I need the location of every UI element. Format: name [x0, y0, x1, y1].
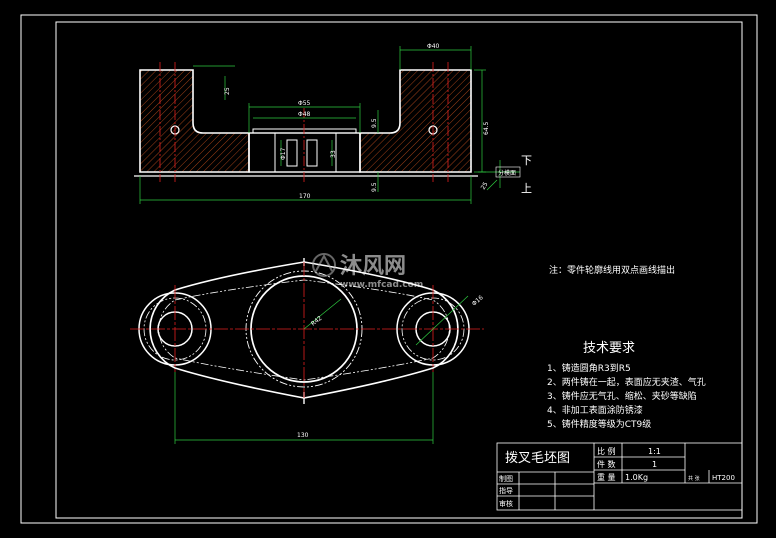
top-dimensions [174, 295, 469, 444]
parting-label: 分模面 [498, 169, 516, 177]
scale-value: 1:1 [648, 447, 661, 456]
material: HT200 [712, 474, 735, 482]
dim-bottom-length: 130 [297, 432, 309, 439]
watermark-url: www.mfcad.com [340, 280, 423, 290]
parting-bottom: 上 [521, 182, 532, 195]
front-dimension-labels: Φ40 Φ55 Φ48 170 64.5 9.5 9.5 33 Φ17 25 2… [224, 43, 490, 200]
drawing-name: 拨叉毛坯图 [505, 451, 570, 466]
technical-requirements: 技术要求 1、铸造圆角R3到R5 2、两件铸在一起，表面应无夹渣、气孔 3、铸件… [547, 341, 706, 430]
front-section-view [134, 62, 478, 182]
dim-overall-width: 170 [299, 193, 311, 200]
check-label: 审核 [499, 499, 513, 508]
guide-label: 指导 [499, 486, 513, 495]
dim-depth: 33 [330, 150, 337, 158]
top-view-centerlines [130, 262, 484, 398]
watermark-logo-icon [312, 253, 336, 277]
contour-note: 注：零件轮廓线用双点画线描出 [549, 264, 675, 276]
dim-bore-inner: Φ48 [298, 111, 311, 118]
dim-height-bottom: 9.5 [371, 182, 378, 192]
requirement-item: 1、铸造圆角R3到R5 [547, 362, 631, 374]
dim-base-thickness: 25 [480, 181, 490, 191]
dim-boss-radius: R42 [310, 315, 324, 328]
dim-height-mid: 9.5 [371, 118, 378, 128]
title-block-text: 拨叉毛坯图 比 例 1:1 件 数 1 重 量 1.0Kg 共 张 HT200 … [499, 446, 735, 508]
sheet-label: 共 张 [688, 475, 700, 482]
watermark: 沐风网 www.mfcad.com [312, 253, 423, 290]
dim-boss-diameter: Φ16 [471, 294, 485, 307]
requirement-item: 2、两件铸在一起，表面应无夹渣、气孔 [547, 376, 706, 388]
weight-value: 1.0Kg [625, 473, 648, 482]
dim-height-total: 64.5 [483, 121, 490, 135]
parting-top: 下 [521, 154, 532, 167]
parting-marker: 分模面 下 上 [495, 154, 532, 195]
requirement-item: 4、非加工表面涂防锈漆 [547, 404, 643, 416]
title-block [496, 442, 743, 511]
dim-bore-outer: Φ55 [298, 100, 311, 107]
top-dimension-labels: 130 R42 Φ16 [297, 294, 485, 439]
watermark-brand: 沐风网 [340, 254, 406, 279]
front-dimensions [139, 46, 520, 204]
requirements-title: 技术要求 [583, 341, 635, 356]
dim-top-width: Φ40 [427, 43, 440, 50]
scale-label: 比 例 [597, 446, 616, 456]
outer-border [20, 14, 758, 524]
requirement-item: 3、铸件应无气孔、缩松、夹砂等缺陷 [547, 390, 697, 402]
weight-label: 重 量 [597, 472, 616, 482]
dim-small-left: 25 [224, 87, 231, 95]
qty-label: 件 数 [597, 459, 616, 469]
draw-label: 制图 [499, 474, 513, 483]
inner-border [55, 21, 743, 519]
qty-value: 1 [652, 460, 657, 469]
dim-hole-left: Φ17 [280, 147, 287, 160]
requirement-item: 5、铸件精度等级为CT9级 [547, 418, 651, 430]
